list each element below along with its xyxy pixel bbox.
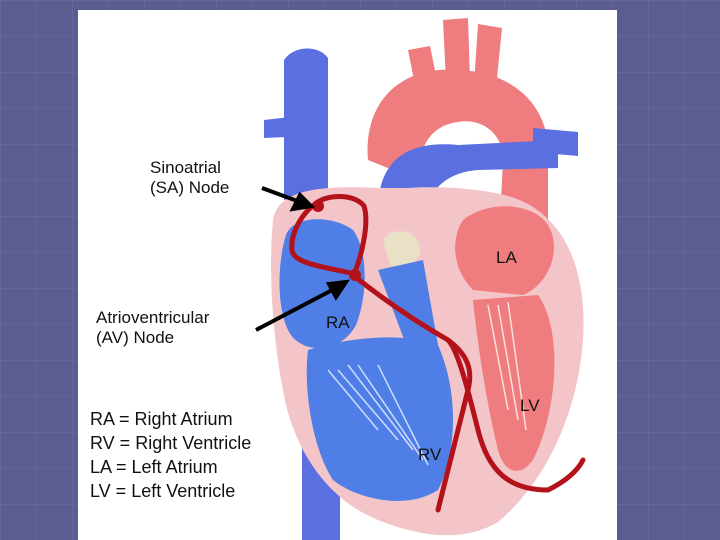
legend-item: RV = Right Ventricle: [90, 433, 252, 453]
legend-item: LV = Left Ventricle: [90, 481, 236, 501]
av-node-dot: [349, 269, 361, 281]
slide: Sinoatrial (SA) Node Atrioventricular (A…: [78, 10, 617, 540]
tricuspid-valve: [383, 231, 421, 268]
heart-diagram: [255, 18, 586, 540]
av-node-arrow: [255, 279, 351, 332]
abbreviation-legend: RA = Right Atrium RV = Right Ventricle L…: [90, 407, 251, 503]
legend-item: RA = Right Atrium: [90, 409, 233, 429]
aortic-branch-3: [474, 24, 502, 88]
left-atrium: [455, 206, 554, 295]
aortic-branch-1: [408, 46, 438, 90]
legend-item: LA = Left Atrium: [90, 457, 218, 477]
right-atrium: [279, 219, 365, 349]
chordae-left: [487, 301, 527, 431]
left-ventricle: [473, 295, 555, 471]
sa-node-label: Sinoatrial (SA) Node: [150, 158, 230, 197]
rv-label: RV: [418, 445, 442, 464]
ra-label: RA: [326, 313, 350, 332]
la-label: LA: [496, 248, 517, 267]
pulmonary-branch: [533, 128, 578, 156]
chordae-right: [327, 364, 429, 466]
sa-node-arrow: [261, 186, 316, 212]
lv-label: LV: [520, 396, 540, 415]
av-node-label: Atrioventricular (AV) Node: [96, 308, 210, 347]
aortic-branch-2: [443, 18, 470, 82]
vein-branch-left: [264, 115, 310, 138]
sa-node-dot: [312, 200, 324, 212]
